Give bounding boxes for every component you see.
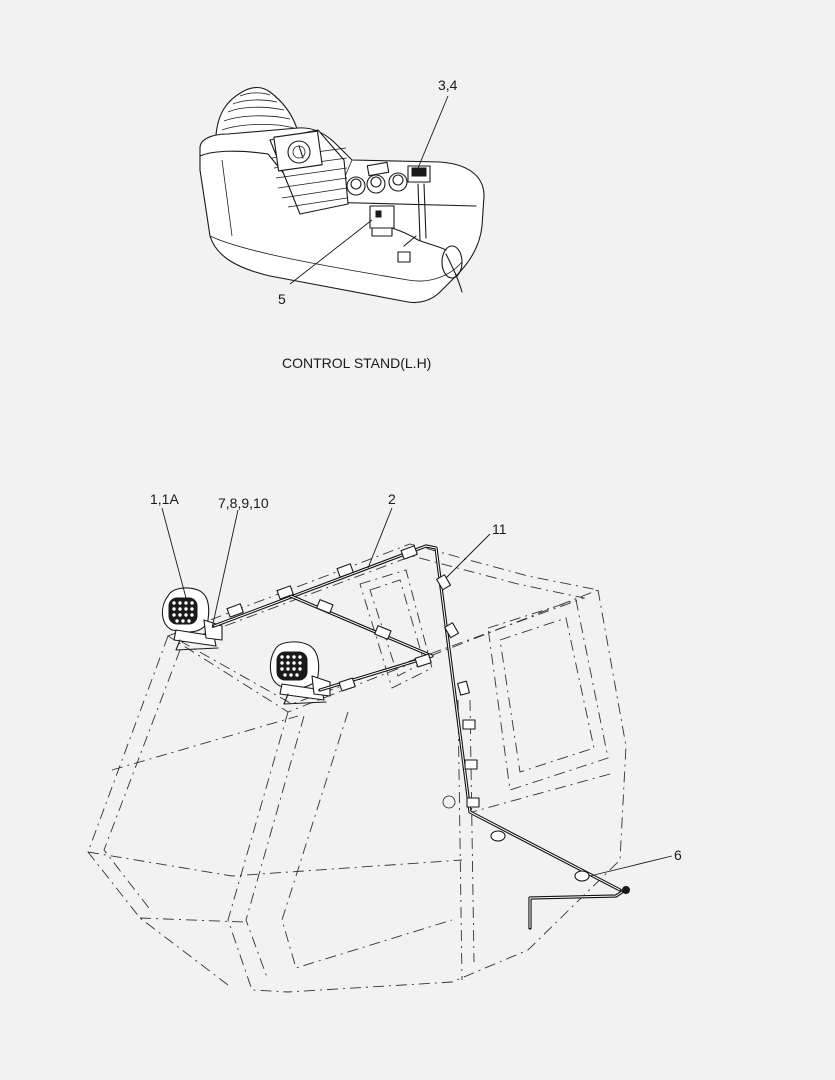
control-stand-drawing: [199, 86, 485, 304]
callout-3-4: 3,4: [438, 77, 458, 93]
cab-outline: [87, 543, 627, 993]
harness-clips: [226, 545, 590, 882]
callout-labels: 3,4 5 1,1A 7,8,9,10 2 11 6: [150, 77, 682, 863]
work-lamp-front: [269, 641, 331, 705]
callout-1-1a: 1,1A: [150, 491, 179, 507]
leader-lines: [161, 95, 673, 877]
callout-5: 5: [278, 291, 286, 307]
control-stand-caption: CONTROL STAND(L.H): [282, 355, 431, 371]
callout-2: 2: [388, 491, 396, 507]
callout-7-8-9-10: 7,8,9,10: [218, 495, 269, 511]
wiring-harness: [212, 544, 630, 930]
callout-11: 11: [492, 521, 507, 537]
callout-6: 6: [674, 847, 682, 863]
work-lamp-rear: [161, 587, 223, 651]
